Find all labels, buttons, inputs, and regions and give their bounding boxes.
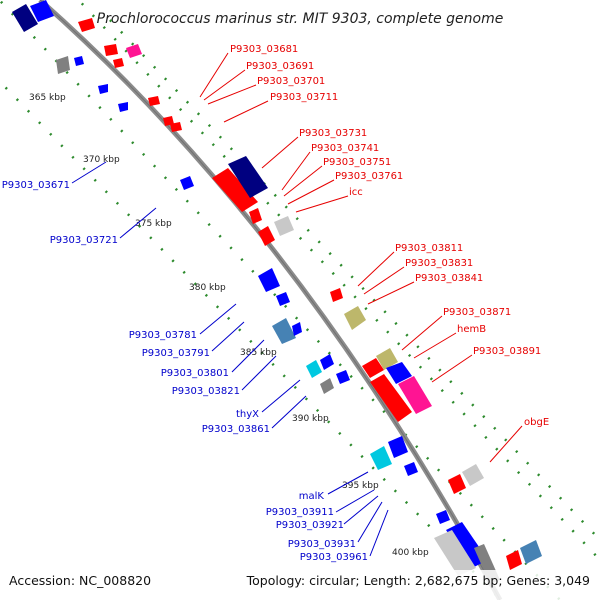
gene-reverse[interactable] bbox=[180, 176, 194, 190]
gene-label-p9303-03751[interactable]: P9303_03751 bbox=[323, 157, 391, 168]
gene-label-p9303-03961[interactable]: P9303_03961 bbox=[300, 552, 368, 563]
gene-reverse[interactable] bbox=[404, 462, 418, 476]
scale-labels: 365 kbp 370 kbp 375 kbp 380 kbp 385 kbp … bbox=[29, 93, 429, 558]
gene-label-p9303-03691[interactable]: P9303_03691 bbox=[246, 61, 314, 72]
gene-label-p9303-03781[interactable]: P9303_03781 bbox=[129, 330, 197, 341]
kbp-label: 370 kbp bbox=[83, 155, 120, 165]
gene-reverse[interactable] bbox=[98, 84, 108, 94]
gene-forward[interactable] bbox=[212, 168, 258, 212]
gene-label-p9303-03711[interactable]: P9303_03711 bbox=[270, 92, 338, 103]
kbp-label: 400 kbp bbox=[392, 548, 429, 558]
gene-label-p9303-03791[interactable]: P9303_03791 bbox=[142, 348, 210, 359]
gene-label-p9303-03741[interactable]: P9303_03741 bbox=[311, 143, 379, 154]
gene-forward[interactable] bbox=[104, 44, 118, 56]
gene-forward[interactable] bbox=[462, 464, 484, 486]
gene-label-icc[interactable]: icc bbox=[349, 187, 363, 198]
gene-reverse[interactable] bbox=[272, 318, 296, 344]
gene-label-p9303-03681[interactable]: P9303_03681 bbox=[230, 44, 298, 55]
topology-summary: Topology: circular; Length: 2,682,675 bp… bbox=[246, 573, 590, 588]
gene-reverse[interactable] bbox=[56, 56, 70, 74]
gene-forward[interactable] bbox=[330, 288, 343, 302]
gene-reverse[interactable] bbox=[258, 268, 280, 292]
gene-label-p9303-03911[interactable]: P9303_03911 bbox=[266, 507, 334, 518]
gene-forward[interactable] bbox=[344, 306, 366, 330]
gene-forward[interactable] bbox=[228, 156, 268, 198]
gene-reverse[interactable] bbox=[436, 510, 450, 524]
gene-forward[interactable] bbox=[520, 540, 542, 564]
gene-reverse[interactable] bbox=[370, 446, 392, 470]
gene-forward[interactable] bbox=[258, 226, 275, 246]
forward-label-text: P9303_03681 P9303_03691 P9303_03701 P930… bbox=[230, 44, 549, 428]
map-title: Prochlorococcus marinus str. MIT 9303, c… bbox=[97, 11, 504, 27]
gene-reverse[interactable] bbox=[434, 530, 476, 576]
gene-label-p9303-03891[interactable]: P9303_03891 bbox=[473, 346, 541, 357]
gene-label-p9303-03701[interactable]: P9303_03701 bbox=[257, 76, 325, 87]
gene-forward[interactable] bbox=[163, 116, 174, 126]
gene-reverse[interactable] bbox=[74, 56, 84, 66]
gene-label-p9303-03921[interactable]: P9303_03921 bbox=[276, 520, 344, 531]
reverse-genes[interactable] bbox=[12, 0, 500, 584]
gene-label-p9303-03811[interactable]: P9303_03811 bbox=[395, 243, 463, 254]
gene-reverse[interactable] bbox=[276, 292, 290, 306]
gene-label-p9303-03871[interactable]: P9303_03871 bbox=[443, 307, 511, 318]
gene-reverse[interactable] bbox=[118, 102, 128, 112]
gene-label-obge[interactable]: obgE bbox=[524, 417, 549, 428]
gene-forward[interactable] bbox=[370, 374, 412, 422]
gene-label-p9303-03861[interactable]: P9303_03861 bbox=[202, 424, 270, 435]
gene-forward[interactable] bbox=[148, 96, 160, 106]
gene-forward[interactable] bbox=[398, 376, 432, 414]
gene-label-hemb[interactable]: hemB bbox=[457, 324, 486, 335]
gene-label-thyx[interactable]: thyX bbox=[236, 409, 259, 420]
gene-reverse[interactable] bbox=[306, 360, 322, 378]
forward-genes[interactable] bbox=[78, 18, 542, 570]
gene-label-p9303-03841[interactable]: P9303_03841 bbox=[415, 273, 483, 284]
gene-forward[interactable] bbox=[78, 18, 95, 32]
gene-forward[interactable] bbox=[170, 122, 182, 132]
gene-forward[interactable] bbox=[126, 44, 142, 58]
gene-reverse[interactable] bbox=[320, 378, 334, 394]
gene-label-p9303-03761[interactable]: P9303_03761 bbox=[335, 171, 403, 182]
gene-reverse[interactable] bbox=[320, 354, 334, 370]
gene-label-p9303-03821[interactable]: P9303_03821 bbox=[172, 386, 240, 397]
gene-forward[interactable] bbox=[448, 474, 466, 494]
gene-forward[interactable] bbox=[362, 358, 384, 378]
accession-text: Accession: NC_008820 bbox=[9, 573, 151, 588]
gene-reverse[interactable] bbox=[30, 0, 54, 22]
gene-label-p9303-03801[interactable]: P9303_03801 bbox=[161, 368, 229, 379]
gene-forward[interactable] bbox=[113, 58, 124, 68]
gene-reverse[interactable] bbox=[388, 436, 408, 458]
kbp-label: 395 kbp bbox=[342, 481, 379, 491]
gene-label-p9303-03731[interactable]: P9303_03731 bbox=[299, 128, 367, 139]
gene-reverse[interactable] bbox=[292, 322, 302, 336]
gene-reverse[interactable] bbox=[12, 4, 38, 32]
gene-forward[interactable] bbox=[249, 208, 262, 224]
gene-reverse[interactable] bbox=[336, 370, 350, 384]
gene-label-p9303-03671[interactable]: P9303_03671 bbox=[2, 180, 70, 191]
gene-label-p9303-03721[interactable]: P9303_03721 bbox=[50, 235, 118, 246]
gene-forward[interactable] bbox=[506, 550, 522, 570]
gene-forward[interactable] bbox=[376, 348, 398, 370]
footer-background bbox=[0, 570, 600, 600]
gene-forward[interactable] bbox=[386, 362, 412, 384]
gene-label-malk[interactable]: malK bbox=[299, 491, 325, 502]
kbp-label: 375 kbp bbox=[135, 219, 172, 229]
kbp-label: 390 kbp bbox=[292, 414, 329, 424]
kbp-label: 385 kbp bbox=[240, 348, 277, 358]
forward-labels bbox=[199, 52, 523, 463]
reverse-label-text: P9303_03671 P9303_03721 P9303_03781 P930… bbox=[2, 180, 368, 563]
gene-reverse[interactable] bbox=[446, 522, 488, 568]
reverse-labels bbox=[71, 161, 389, 557]
gene-label-p9303-03931[interactable]: P9303_03931 bbox=[288, 539, 356, 550]
kbp-label: 365 kbp bbox=[29, 93, 66, 103]
gene-forward[interactable] bbox=[274, 216, 294, 236]
gene-label-p9303-03831[interactable]: P9303_03831 bbox=[405, 258, 473, 269]
kbp-label: 380 kbp bbox=[189, 283, 226, 293]
